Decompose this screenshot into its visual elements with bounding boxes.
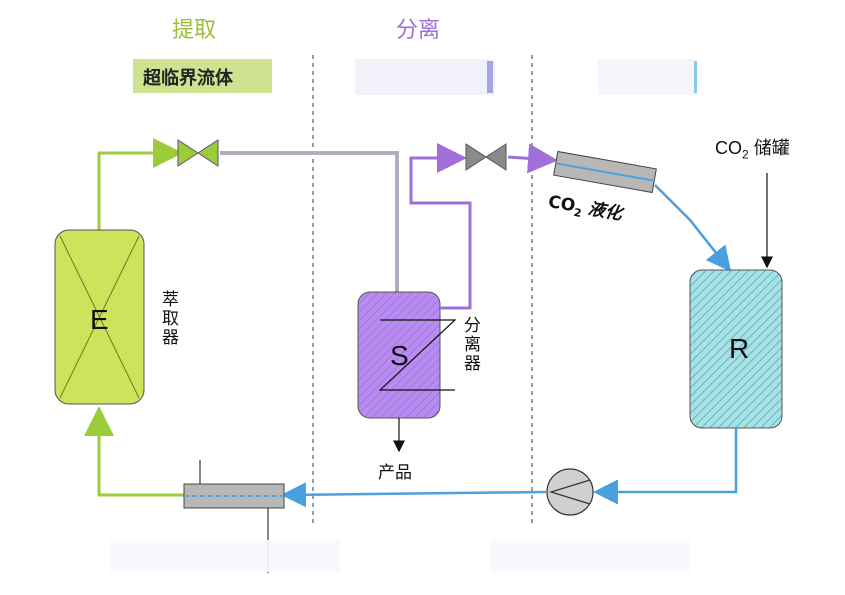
faded-box-2-edge xyxy=(694,61,697,93)
reservoir-letter: R xyxy=(729,333,750,364)
blue-line-to-reservoir xyxy=(654,184,732,272)
fluid-label-box xyxy=(133,59,272,93)
storage-sub: 2 xyxy=(742,147,749,162)
valve-2 xyxy=(465,143,507,171)
faded-box-1-edge xyxy=(487,61,493,93)
storage-label: CO2 储罐 xyxy=(715,134,790,162)
faded-box-1 xyxy=(355,59,495,95)
liquefaction-text: 液化 xyxy=(580,197,624,225)
extractor-vessel xyxy=(54,229,145,405)
product-label: 产品 xyxy=(378,463,412,483)
faded-box-2 xyxy=(598,59,696,95)
fluid-label: 超临界流体 xyxy=(143,68,233,89)
separator-letter: S xyxy=(390,340,409,371)
storage-text: 储罐 xyxy=(748,138,790,158)
faded-strip-2 xyxy=(490,540,690,572)
section-title-separation: 分离 xyxy=(396,18,441,43)
storage-co: CO xyxy=(715,138,742,158)
separator-label: 分离器 xyxy=(460,316,480,373)
pump xyxy=(546,468,594,516)
blue-line-to-pump xyxy=(593,428,738,505)
purple-line-to-condenser xyxy=(507,143,558,174)
faded-strip-1 xyxy=(110,540,340,572)
purple-line-out xyxy=(409,143,472,310)
liquefaction-co: CO xyxy=(546,191,577,217)
condenser xyxy=(553,150,657,194)
blue-line-to-heater xyxy=(281,482,547,508)
extractor-letter: E xyxy=(90,304,109,335)
green-line-return xyxy=(84,406,185,497)
valve-1 xyxy=(177,139,219,167)
section-title-extraction: 提取 xyxy=(172,18,217,43)
separator-coil xyxy=(378,319,457,391)
extractor-label: 萃取器 xyxy=(158,290,178,347)
green-line-up-to-valve xyxy=(97,138,183,230)
